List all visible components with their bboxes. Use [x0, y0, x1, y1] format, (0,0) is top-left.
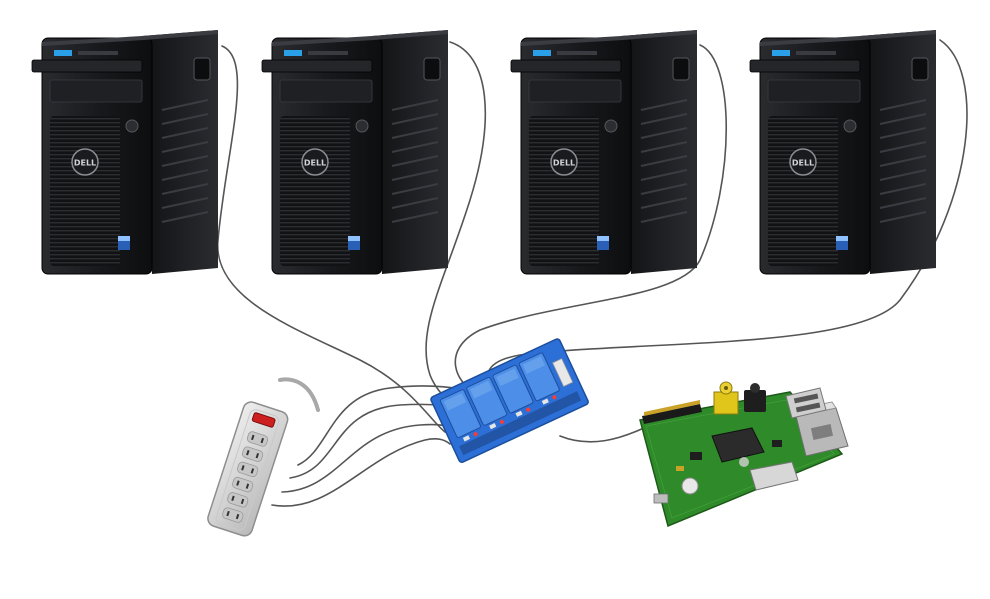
relay-channel-4: [518, 352, 560, 405]
relay-led: [552, 395, 557, 400]
relay-led: [526, 407, 531, 412]
relay-led: [499, 419, 504, 424]
power-outlet: [242, 446, 264, 462]
relay-to-pi-cable: [559, 424, 651, 443]
power-strip-switch: [251, 412, 276, 428]
soc-chip: [711, 427, 765, 463]
usb-ports: [785, 387, 827, 419]
tower-server-2: DELL: [261, 30, 448, 275]
server-2-cable: [425, 41, 487, 416]
server-brand-logo: DELL: [74, 159, 96, 168]
servers: DELL DELL DELL DELL: [31, 30, 936, 275]
gpio-header: [642, 400, 702, 424]
power-outlet: [237, 461, 259, 478]
power-strip: [207, 401, 289, 537]
relay-module: [430, 338, 589, 464]
server-brand-logo: DELL: [304, 159, 326, 168]
audio-jack: [744, 383, 766, 412]
capacitor: [681, 477, 699, 495]
cables: [217, 39, 968, 507]
power-outlet: [232, 476, 254, 493]
relay-channel-1: [439, 389, 481, 442]
server-1-cable: [217, 45, 446, 433]
tower-server-3: DELL: [510, 30, 697, 275]
power-outlet: [222, 507, 244, 523]
relay-channel-3: [492, 364, 534, 417]
strip-cable-3: [281, 423, 466, 493]
tower-server-4: DELL: [749, 30, 936, 275]
server-brand-logo: DELL: [553, 159, 575, 168]
hdmi-port: [749, 461, 799, 491]
server-3-cable: [454, 44, 728, 396]
power-outlet: [227, 492, 249, 508]
power-strip-cord: [278, 377, 320, 412]
raspberry-logo: [739, 457, 749, 467]
micro-usb-port: [653, 493, 669, 504]
strip-cable-4: [271, 437, 451, 507]
relay-led: [473, 432, 478, 437]
power-outlet: [246, 431, 269, 447]
server-brand-logo: DELL: [792, 159, 814, 168]
server-4-cable: [487, 39, 968, 391]
raspberry-pi: [639, 381, 849, 528]
relay-channel-2: [466, 376, 508, 430]
rca-video-port: [713, 381, 739, 415]
tower-server-1: DELL: [31, 30, 218, 275]
